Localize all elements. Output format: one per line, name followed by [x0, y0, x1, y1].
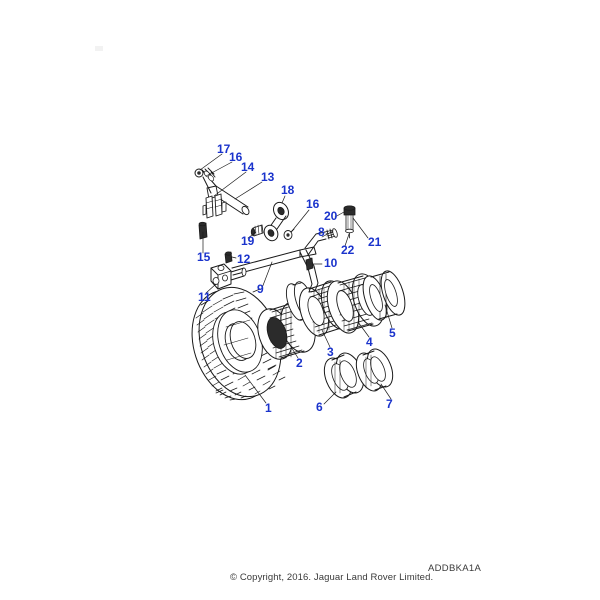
copyright-notice: © Copyright, 2016. Jaguar Land Rover Lim…: [230, 572, 434, 583]
part-locating-peg: [305, 257, 314, 271]
callout-11: 11: [198, 290, 211, 304]
part-shaft-end-ball: [194, 167, 217, 194]
callout-20: 20: [324, 209, 338, 223]
callout-3: 3: [327, 345, 334, 359]
part-roller-bearing: [257, 301, 316, 360]
callout-1: 1: [265, 401, 272, 415]
callout-22: 22: [341, 243, 355, 257]
callout-17: 17: [217, 142, 231, 156]
callout-16-ball-pin: 16: [306, 197, 320, 211]
part-baulk-ring-lower-right: [355, 348, 394, 392]
part-baulk-ring-lower-left: [323, 352, 365, 399]
part-selector-fork: [202, 185, 227, 219]
callout-13: 13: [261, 170, 275, 184]
leader-lines: [199, 153, 393, 405]
part-selector-shaft: [231, 228, 338, 293]
part-bell-crank-lever: [263, 201, 289, 242]
part-selector-block: [210, 263, 247, 290]
callout-7: 7: [386, 397, 393, 411]
callout-6: 6: [316, 400, 323, 414]
part-bolt-assembly: [343, 205, 356, 239]
part-detent-plunger: [224, 251, 233, 264]
callout-12: 12: [237, 252, 251, 266]
callout-2: 2: [296, 356, 303, 370]
drawing-part-code: ADDBKA1A: [428, 563, 482, 574]
callout-15: 15: [197, 250, 211, 264]
part-outer-collar: [362, 270, 406, 321]
callout-9: 9: [257, 282, 264, 296]
callout-14: 14: [241, 160, 255, 174]
callout-21: 21: [368, 235, 382, 249]
callout-19: 19: [241, 234, 255, 248]
callout-8: 8: [318, 225, 325, 239]
callout-18: 18: [281, 183, 295, 197]
part-dowel-pin-lower: [198, 221, 208, 240]
callout-5: 5: [389, 326, 396, 340]
callout-16: 16: [229, 150, 243, 164]
callout-4: 4: [366, 335, 373, 349]
page-artifact: [95, 46, 103, 51]
callout-10: 10: [324, 256, 338, 270]
